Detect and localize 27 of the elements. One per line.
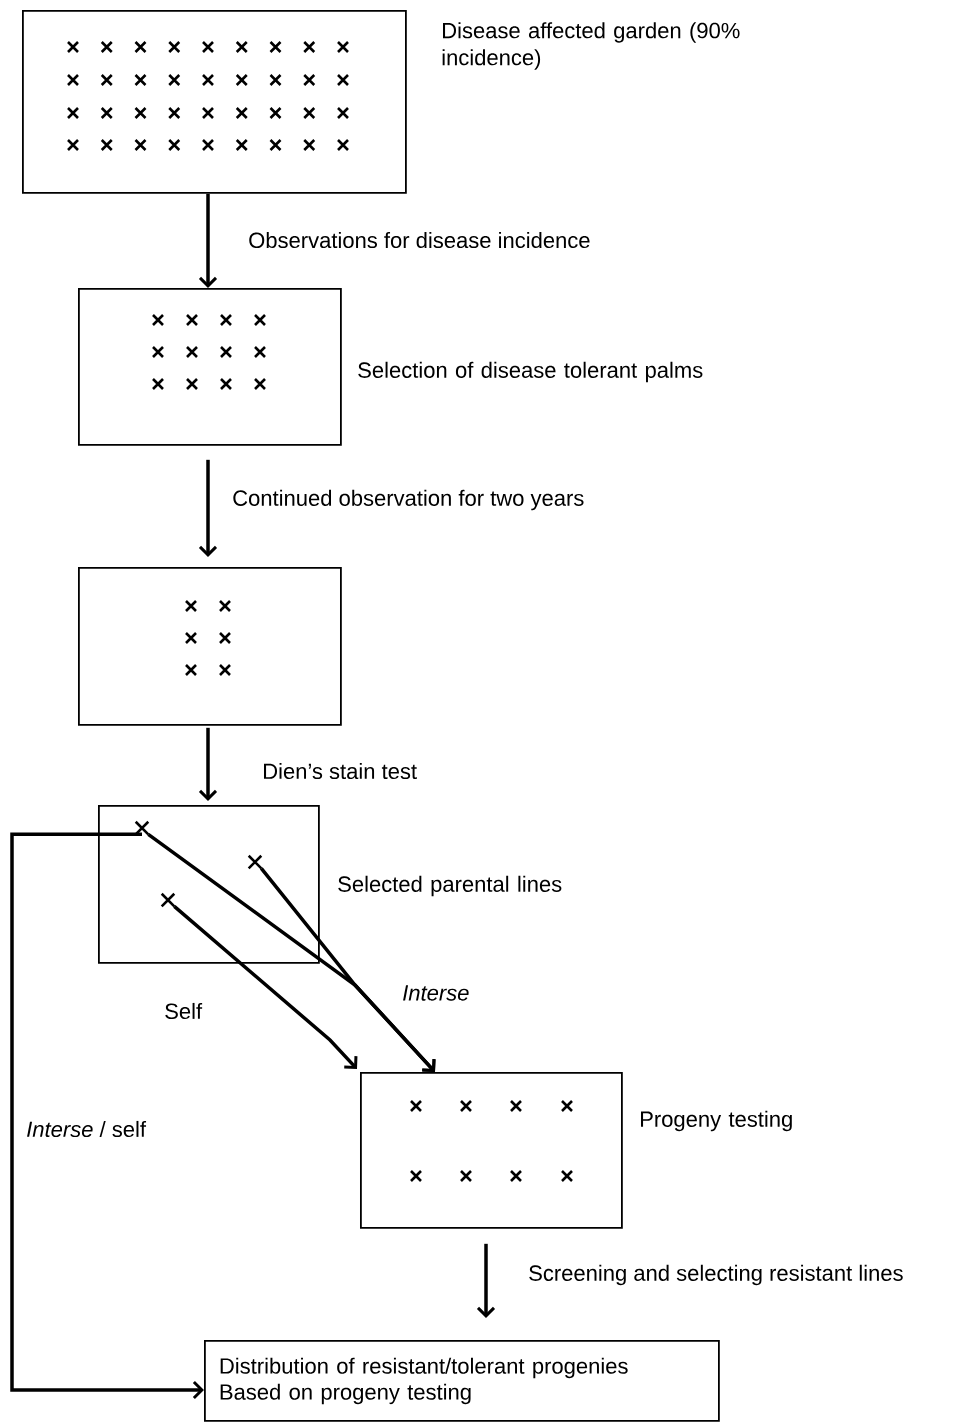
arrow xyxy=(198,727,218,801)
edge-label: Continued observation for two years xyxy=(233,489,584,511)
edge-label: Dien’s stain test xyxy=(264,762,417,780)
box-caption: Progeny testing xyxy=(641,1110,792,1132)
arrow xyxy=(476,1243,496,1318)
arrow xyxy=(198,193,218,288)
plot-box xyxy=(78,288,342,446)
arrow xyxy=(10,832,204,1400)
edge-label: Self xyxy=(165,1002,203,1020)
box-caption: Selection of disease tolerant palms xyxy=(358,361,703,383)
text-box: Distribution of resistant/tolerant progenies Based on progeny testing xyxy=(204,1340,720,1422)
box-caption: Selected parental lines xyxy=(338,875,562,897)
plot-box xyxy=(78,567,342,726)
palm-mark xyxy=(247,854,263,870)
arrow xyxy=(198,459,218,557)
plot-box xyxy=(98,805,320,964)
edge-label: Interse xyxy=(403,985,469,1001)
plot-box xyxy=(22,10,407,194)
arrow xyxy=(259,867,436,1072)
box-caption: Disease affected garden (90% incidence) xyxy=(442,22,740,70)
edge-label: Screening and selecting resistant lines xyxy=(529,1264,903,1286)
edge-label: Observations for disease incidence xyxy=(249,231,590,249)
edge-label: Interse / self xyxy=(27,1120,147,1138)
plot-box xyxy=(360,1072,623,1229)
palm-mark xyxy=(134,820,150,836)
palm-mark xyxy=(160,892,176,908)
arrow xyxy=(173,905,358,1069)
